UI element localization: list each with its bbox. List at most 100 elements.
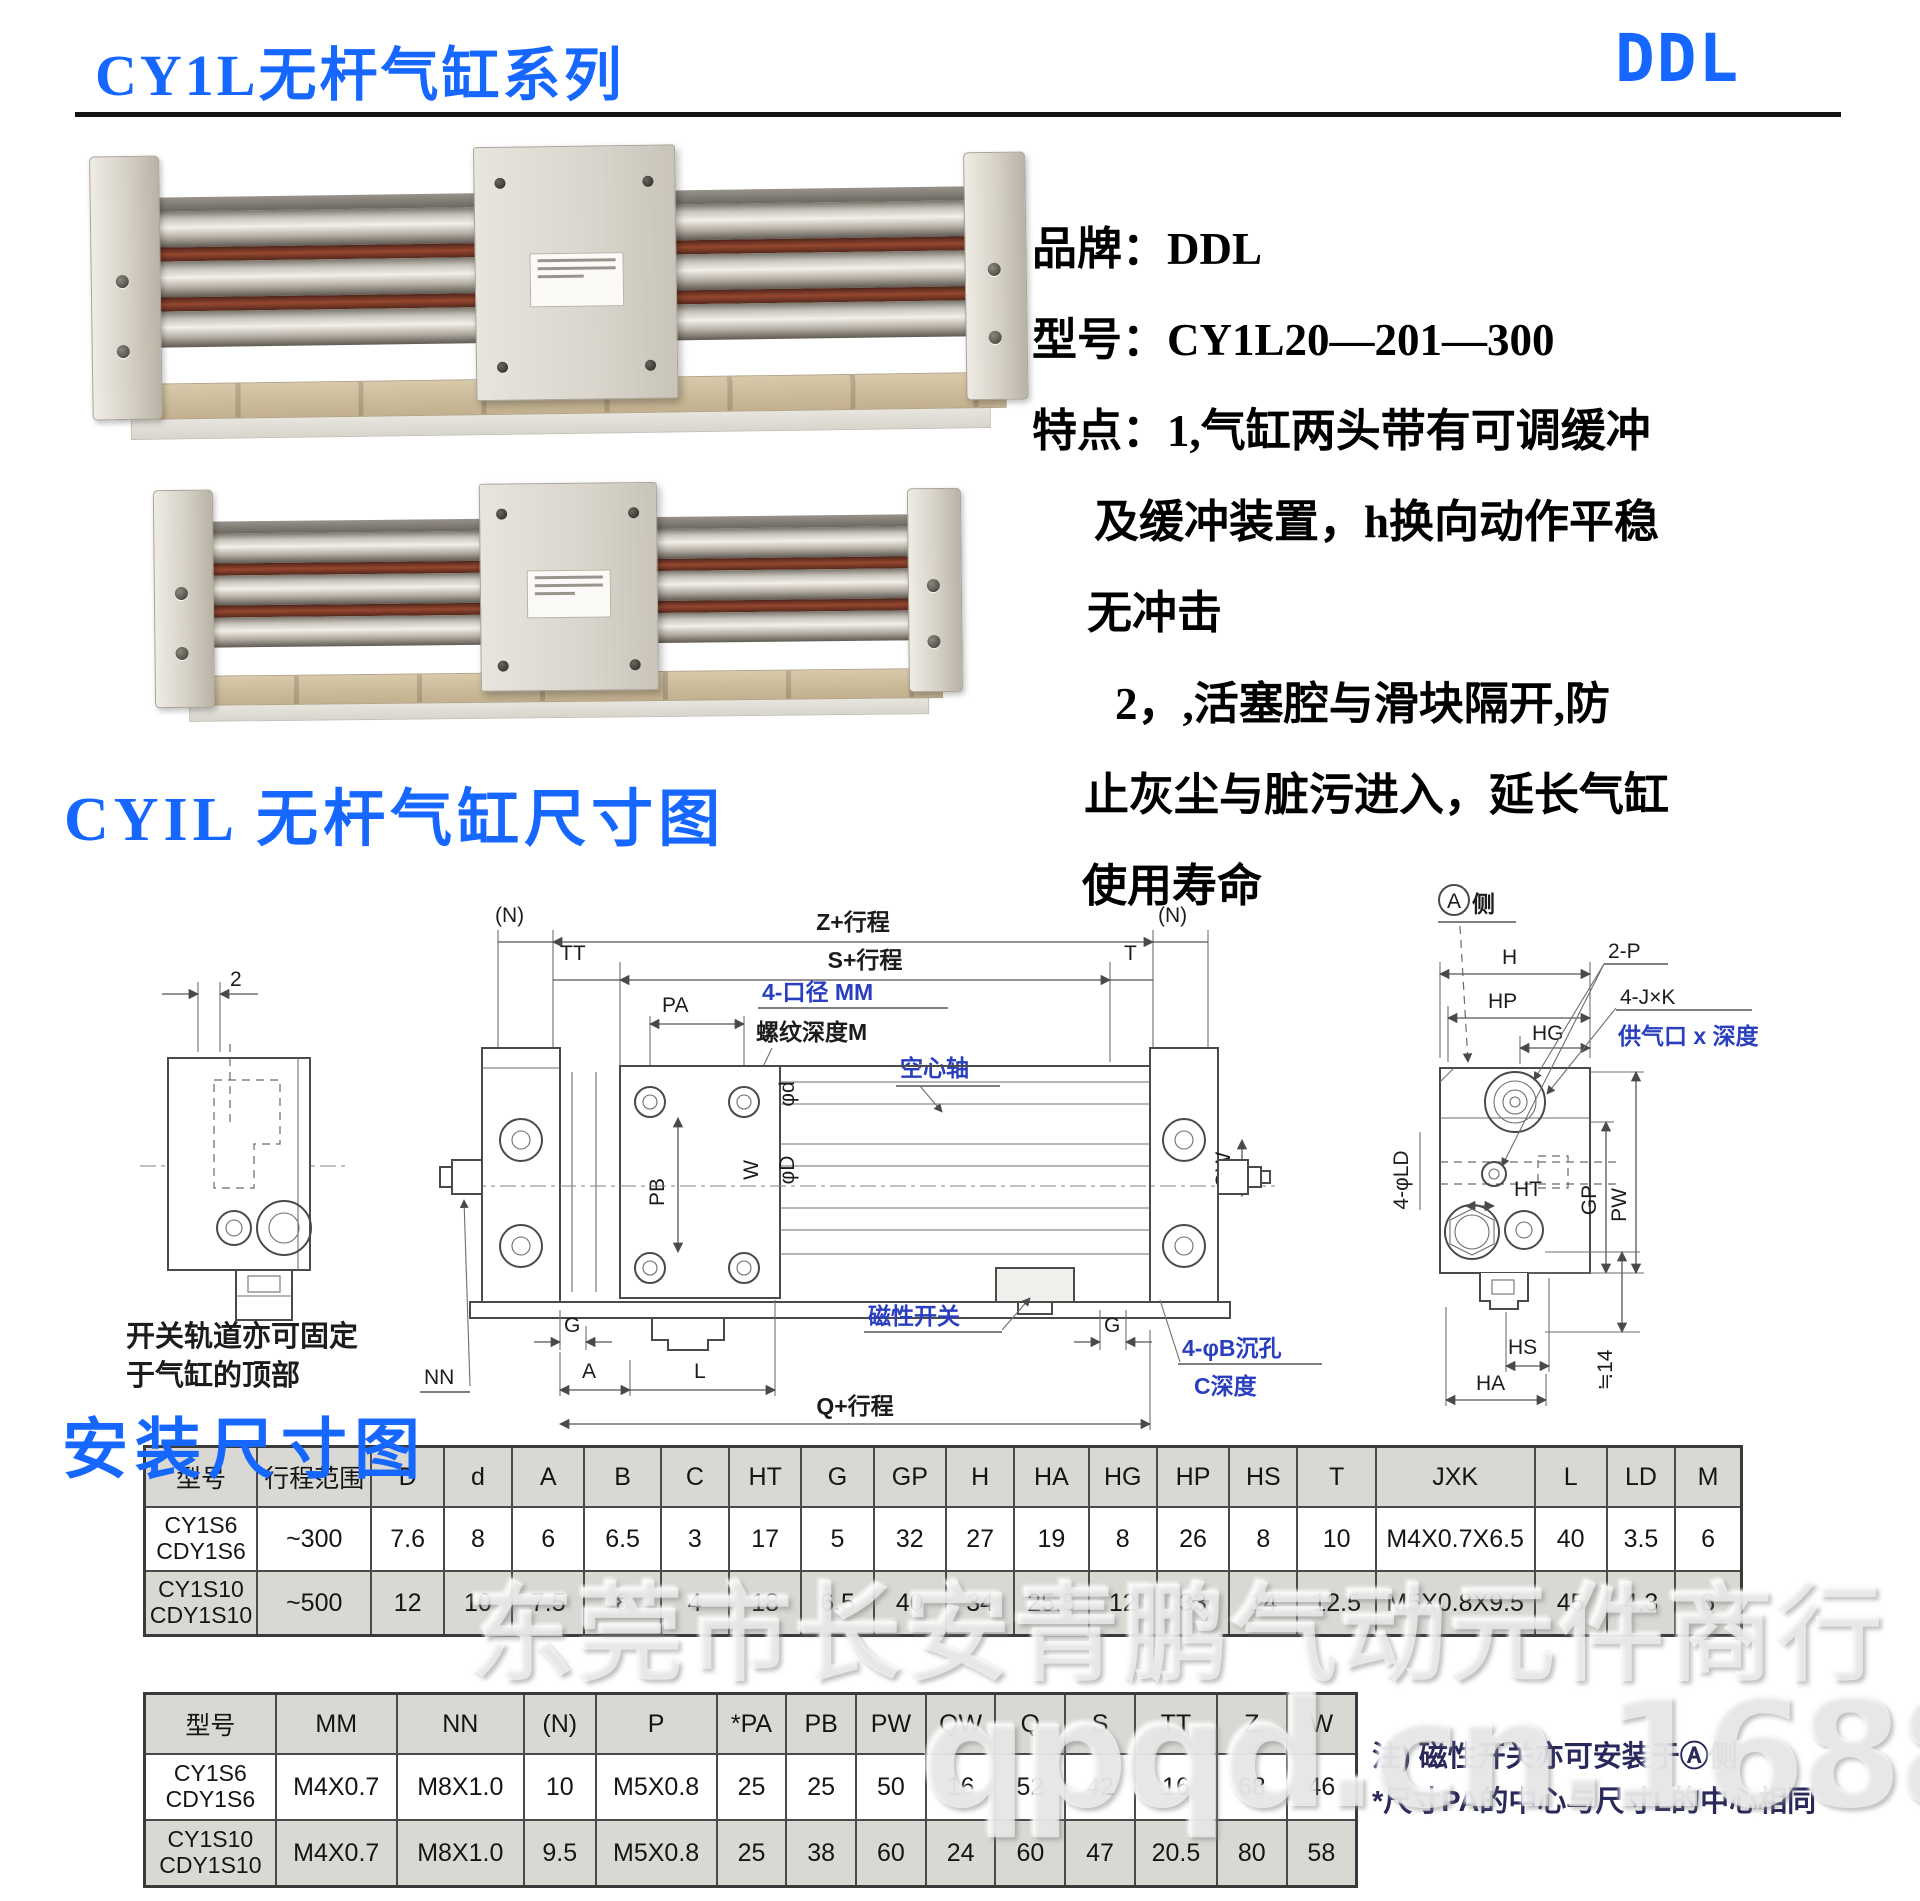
value-cell: 6 (1674, 1570, 1743, 1637)
dim-label-gp: GP (1578, 1185, 1601, 1215)
value-cell: 3 (659, 1506, 731, 1572)
label-magnetic-switch: 磁性开关 (868, 1303, 960, 1329)
value-cell: 16 (1133, 1753, 1218, 1821)
right-end-cap (963, 151, 1029, 401)
label-hollow-shaft: 空心轴 (900, 1055, 969, 1081)
value-cell: 50 (855, 1753, 927, 1821)
value-cell: 26 (1155, 1506, 1231, 1572)
dim-label-phi-D: φD (776, 1156, 799, 1185)
dim-label-ht: HT (1514, 1178, 1542, 1201)
slider-carriage (472, 144, 679, 402)
column-header: QW (924, 1692, 997, 1755)
label-a-side: 侧 (1472, 891, 1495, 917)
dim-label-g-left: G (564, 1314, 580, 1337)
column-header: PB (785, 1692, 858, 1755)
column-header: T (1296, 1445, 1377, 1508)
dim-label-hg: HG (1532, 1022, 1564, 1045)
value-cell: 12 (1087, 1570, 1158, 1637)
dim-label-n-left: (N) (495, 904, 524, 927)
caption-line: 开关轨道亦可固定 (126, 1321, 359, 1353)
value-cell: ~500 (255, 1570, 373, 1637)
header-divider (75, 112, 1841, 117)
value-cell: 60 (855, 1819, 927, 1888)
dim-label-n-right: (N) (1158, 904, 1187, 927)
column-header: A (511, 1445, 586, 1508)
slider-carriage (478, 481, 659, 692)
value-cell: 6.5 (583, 1506, 662, 1572)
column-header: M (1674, 1445, 1743, 1508)
left-side-view: 2 (140, 968, 346, 1321)
value-cell: M4X0.7X6.5 (1374, 1506, 1536, 1572)
value-cell: 10 (442, 1570, 514, 1637)
dim-label-tt: TT (560, 942, 586, 965)
column-header: GP (872, 1445, 947, 1508)
value-cell: 46 (1285, 1753, 1358, 1821)
value-cell: 10 (1296, 1506, 1377, 1572)
section-title-mounting: 安装尺寸图 (62, 1414, 427, 1487)
column-header: Z (1215, 1692, 1288, 1755)
column-header: S (1064, 1692, 1136, 1755)
dim-label-pw: PW (1608, 1188, 1631, 1222)
column-header: HS (1228, 1445, 1299, 1508)
label-2-p: 2-P (1608, 940, 1641, 963)
dim-label-hs: HS (1508, 1336, 1537, 1359)
value-cell: 8 (442, 1506, 514, 1572)
dim-label-ha: HA (1476, 1372, 1505, 1395)
label-bore-mm: 4-口径 MM (762, 979, 873, 1005)
value-cell: M8X1.0 (395, 1753, 525, 1821)
dim-label-s-stroke: S+行程 (828, 947, 903, 973)
value-cell: 12 (370, 1570, 445, 1637)
product-info: 品牌：DDL 型号：CY1L20—201—300 特点：1,气缸两头带有可调缓冲… (1032, 212, 1912, 940)
model-cell: CY1S10 CDY1S10 (143, 1570, 258, 1637)
value-cell: 52 (994, 1753, 1067, 1821)
column-header: d (442, 1445, 514, 1508)
info-line: 2，,活塞腔与滑块隔开,防 (1115, 679, 1611, 729)
value-cell: 68 (1215, 1753, 1288, 1821)
value-cell: 25 (715, 1819, 788, 1888)
dim-label-pa: PA (662, 994, 688, 1017)
main-front-view: (N) (N) Z+行程 S+行程 TT T PA 4-口径 MM 螺纹深度M … (420, 904, 1322, 1430)
info-feature: 特点：1,气缸两头带有可调缓冲 (1032, 406, 1651, 456)
caption-line: 于气缸的顶部 (126, 1360, 301, 1393)
value-cell: M4X0.7 (274, 1819, 398, 1888)
dim-label-pb: PB (646, 1178, 669, 1206)
value-cell: 32 (872, 1506, 947, 1572)
value-cell: 38 (785, 1819, 858, 1888)
section-title-dimensions: CYIL 无杆气缸尺寸图 (64, 786, 726, 854)
column-header: 行程范围 (255, 1445, 373, 1508)
value-cell: M5X0.8 (594, 1819, 718, 1888)
right-end-cap (906, 487, 963, 693)
label-supply-port: 供气口 x 深度 (1617, 1023, 1760, 1049)
label-a-side-circle: A (1447, 890, 1461, 913)
value-cell: M5X0.8X9.5 (1374, 1570, 1536, 1637)
left-end-cap (152, 489, 216, 709)
value-cell: 58 (1285, 1819, 1358, 1888)
dim-label-a: A (582, 1360, 596, 1383)
value-cell: 60 (994, 1819, 1067, 1888)
column-header: HT (728, 1445, 803, 1508)
column-header: (N) (522, 1692, 597, 1755)
note-line-1: 注) 磁性开关亦可安装于Ⓐ侧 (1372, 1741, 1738, 1773)
dim-label-t: T (1124, 942, 1137, 965)
switch-rail-caption: 开关轨道亦可固定 于气缸的顶部 (126, 1318, 358, 1396)
info-brand: 品牌：DDL (1032, 224, 1263, 274)
model-cell: CY1S6 CDY1S6 (143, 1506, 258, 1572)
value-cell: 47 (1064, 1819, 1136, 1888)
product-label (529, 252, 625, 308)
column-header: D (370, 1445, 445, 1508)
value-cell: 17 (728, 1506, 803, 1572)
product-label (526, 569, 612, 619)
value-cell: 7.6 (370, 1506, 445, 1572)
value-cell: 6 (1674, 1506, 1743, 1572)
value-cell: 80 (1215, 1819, 1288, 1888)
value-cell: 25 (785, 1753, 858, 1821)
value-cell: 6 (511, 1506, 586, 1572)
value-cell: 24 (924, 1819, 997, 1888)
value-cell: 33 (1155, 1570, 1231, 1637)
column-header: HP (1155, 1445, 1231, 1508)
column-header: 型号 (143, 1445, 258, 1508)
dim-label-z-stroke: Z+行程 (816, 909, 889, 935)
